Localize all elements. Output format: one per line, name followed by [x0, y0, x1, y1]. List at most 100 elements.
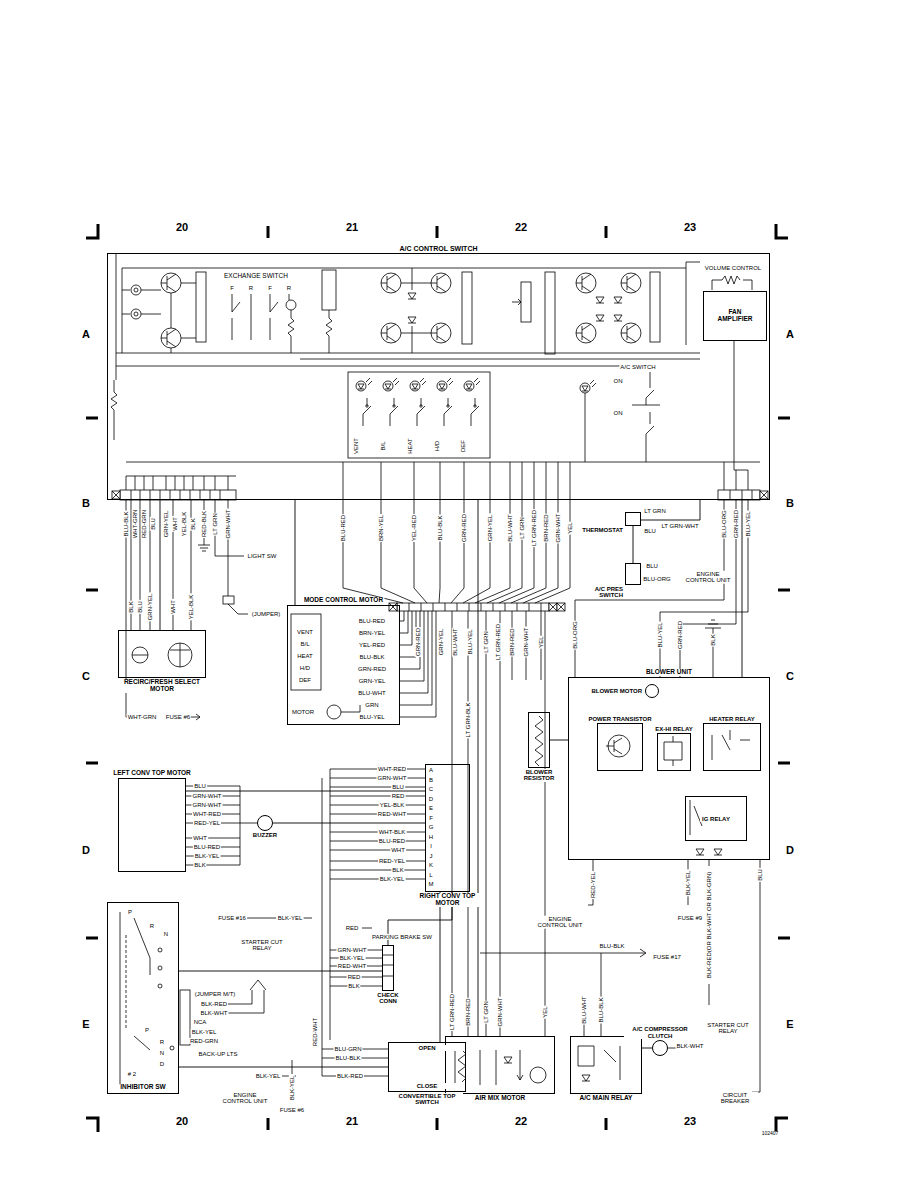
component-label: CONVERTIBLE TOP SWITCH — [391, 1093, 463, 1106]
wire-label: RED-YEL — [378, 858, 406, 864]
control-switch-circuit — [111, 253, 760, 500]
component-label: LEFT CONV TOP MOTOR — [111, 770, 193, 777]
control-switch-circuit — [171, 283, 196, 353]
wire-label: BLK-YEL — [685, 870, 691, 897]
harness-wire — [606, 738, 622, 754]
wire-label: BLU-YEL — [358, 714, 385, 720]
wire-label: YEL-RED — [358, 642, 386, 648]
wire-label: BLU-WHT — [452, 627, 458, 656]
harness-wire — [582, 1075, 590, 1081]
control-switch-circuit — [724, 462, 748, 490]
wire-label: BRN-RED — [509, 627, 515, 656]
wire-label: RED-GRN — [141, 509, 147, 539]
harness-wire — [343, 500, 570, 603]
grid-reference: B — [81, 498, 91, 510]
wire-label: LT GRN-RED — [495, 623, 501, 661]
wire-label: BLU-BLK — [334, 1055, 361, 1061]
component-box: A/C PRES SWITCH — [625, 563, 641, 585]
component-label: AIR MIX MOTOR — [474, 1095, 526, 1102]
wire-label: GRN-RED — [415, 627, 421, 657]
control-switch-circuit — [363, 398, 371, 426]
harness-wire — [198, 500, 210, 551]
wire-label: BLK-YEL — [191, 1029, 218, 1035]
harness-wire — [126, 935, 127, 1030]
wire-label: BLK — [190, 517, 196, 530]
wire-label: BLU — [137, 600, 143, 614]
wire-label: BLK-WHT — [676, 1043, 705, 1049]
grid-reference: 21 — [345, 1116, 359, 1128]
wire-label: ENGINE CONTROL UNIT — [220, 1092, 270, 1105]
component-box: OPENCLOSECONVERTIBLE TOP SWITCH — [388, 1042, 466, 1092]
harness-wire — [322, 769, 425, 1076]
wire-connection — [440, 892, 441, 1042]
wire-label: FUSE #6 — [165, 714, 191, 720]
wire-label: BRN-RED — [543, 513, 549, 542]
wire-label: GRN-WHT — [192, 802, 223, 808]
wire-label: BLU-BLK — [598, 996, 604, 1023]
wire-label: L — [428, 871, 433, 877]
control-switch-circuit — [381, 323, 401, 343]
wire-label: GRN-WHT — [337, 947, 368, 953]
harness-wire — [158, 984, 162, 988]
wire-label: 102407 — [761, 1131, 780, 1136]
harness-wire — [327, 705, 341, 719]
wire-label: GRN-WHT — [523, 627, 529, 658]
wire-label: DEF — [298, 677, 312, 683]
wire-label: RED-GRN — [189, 1038, 219, 1044]
component-label: BLOWER MOTOR — [590, 688, 643, 694]
wire-label: RED-WHT — [337, 963, 367, 969]
wire-label: YEL-BLK — [379, 802, 406, 808]
component-label: A/C MAIN RELAY — [579, 1095, 634, 1102]
control-switch-circuit — [134, 312, 138, 316]
wire-label: DEF — [460, 439, 466, 453]
wire-label: BLU-ORG — [721, 509, 727, 538]
wire-label: BRN-RED — [465, 997, 471, 1026]
wire-label: A — [428, 767, 434, 773]
harness-wire — [170, 1046, 174, 1050]
wire-label: BACK-UP LTS — [197, 1051, 239, 1057]
wire-label: F — [428, 814, 434, 820]
wire-label: RED-YEL — [193, 820, 221, 826]
wire-label: C — [428, 786, 434, 792]
wire-label: F — [267, 285, 273, 291]
wire-label: GRN-YEL — [358, 678, 387, 684]
control-switch-circuit — [356, 378, 372, 391]
grid-reference: 23 — [683, 222, 697, 234]
harness-wire — [696, 849, 704, 855]
component-label: THERMOSTAT — [572, 527, 624, 533]
component-circle: A/C COMPRESSOR CLUTCH — [652, 1040, 668, 1056]
wire-connection — [478, 500, 479, 1036]
wire-label: BLU — [645, 563, 659, 569]
control-switch-circuit — [437, 378, 453, 391]
control-switch-circuit — [343, 462, 570, 500]
component-label: INHIBITOR SW — [119, 1084, 166, 1091]
wire-label: BLK-YEL — [255, 1073, 282, 1079]
grid-reference: 20 — [175, 1116, 189, 1128]
harness-wire — [341, 705, 360, 712]
wire-label: BLK-YEL — [194, 853, 221, 859]
harness-wire — [282, 1060, 296, 1076]
wire-label: BLU-BLK — [358, 654, 385, 660]
control-switch-circuit — [408, 317, 416, 323]
wire-label: BRN-YEL — [358, 630, 386, 636]
wire-connection — [742, 500, 743, 677]
wire-label: WHT-GRN — [127, 714, 158, 720]
wire-label: LT GRN — [212, 512, 218, 535]
connector — [112, 490, 768, 611]
wire-label: ON — [613, 410, 624, 416]
wire-label: BLU-RED — [378, 838, 406, 844]
component-circle: BUZZER — [257, 815, 273, 831]
wire-label: BLU-BLK — [598, 943, 625, 949]
wire-label: BLK — [128, 600, 134, 613]
control-switch-circuit — [521, 282, 531, 322]
wire-label: FUSE #16 — [217, 915, 247, 921]
component-label: BUZZER — [252, 832, 278, 838]
control-switch-circuit — [126, 462, 760, 476]
wire-label: RED-BLK — [201, 510, 207, 538]
wire-connection — [642, 1048, 652, 1049]
wire-label: LT GRN — [643, 508, 666, 514]
wire-label: J — [429, 852, 434, 858]
component-box: EX-HI RELAY — [657, 733, 691, 771]
wire-label: BLU-WHT — [357, 690, 386, 696]
wire-connection — [273, 823, 425, 824]
